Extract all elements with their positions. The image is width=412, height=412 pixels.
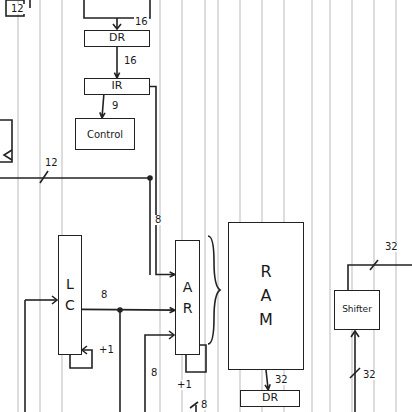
box-label: Control xyxy=(87,129,123,140)
bus-connector xyxy=(100,95,105,118)
bus-width: 8 xyxy=(200,400,208,410)
bus-width: 16 xyxy=(123,56,138,66)
bus-width: +1 xyxy=(176,380,193,390)
bus-connector xyxy=(265,370,270,390)
bus-width: 32 xyxy=(384,242,399,252)
control-box: Control xyxy=(75,118,135,150)
data-register: DR xyxy=(84,30,150,47)
bus-connector xyxy=(150,87,175,278)
instruction-register: IR xyxy=(84,78,150,95)
bus-width: 32 xyxy=(274,375,289,385)
bus-width: 12 xyxy=(10,4,25,14)
box-label: RAM xyxy=(258,260,274,332)
box-label: IR xyxy=(112,80,123,92)
address-register: AR xyxy=(175,240,200,355)
bus-width: 9 xyxy=(111,101,119,111)
box-label: Shifter xyxy=(342,305,372,315)
bus-width: +1 xyxy=(98,345,115,355)
bus-width: 8 xyxy=(154,215,162,225)
bus-width: 8 xyxy=(150,368,158,378)
bus-width: 8 xyxy=(100,290,108,300)
bus-width: 32 xyxy=(362,370,377,380)
bus-width: 12 xyxy=(44,158,59,168)
bus-connector xyxy=(114,47,119,78)
memory-block: RAM xyxy=(228,222,304,370)
box-label: AR xyxy=(181,277,195,319)
data-register: DR xyxy=(240,390,300,407)
bus-width: 16 xyxy=(134,17,149,27)
box-label: DR xyxy=(262,392,278,404)
counter-register: LC xyxy=(58,235,82,355)
box-label: DR xyxy=(109,32,125,44)
shifter-box: Shifter xyxy=(334,290,380,330)
bus-connector xyxy=(82,307,175,312)
box-label: LC xyxy=(63,274,77,316)
